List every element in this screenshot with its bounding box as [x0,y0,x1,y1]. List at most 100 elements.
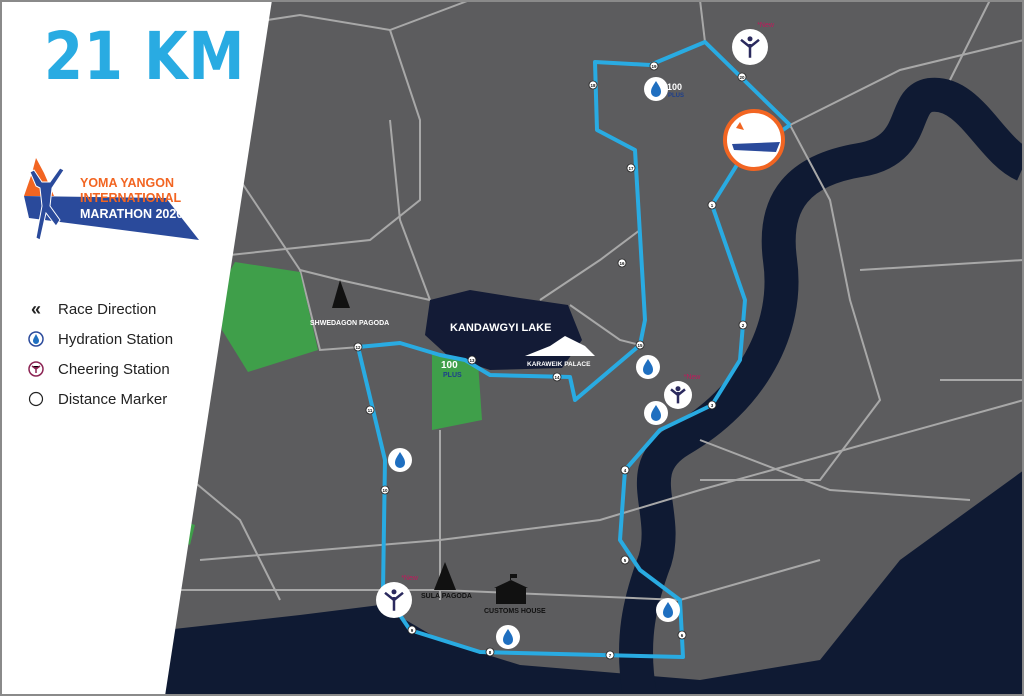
distance-marker: 8 [485,647,495,657]
water-drop-icon [395,452,405,468]
distance-marker: 20 [737,72,747,82]
karaweik-label: KARAWEIK PALACE [527,361,591,368]
distance-marker: 10 [380,485,390,495]
distance-marker: 4 [620,465,630,475]
logo-line2: INTERNATIONAL [80,191,182,205]
pagoda-icon [434,562,456,590]
legend-distance-marker: Distance Marker [26,384,173,414]
water-drop-icon [503,629,513,645]
new-tag: *New [401,575,419,582]
distance-marker-label: 6 [681,633,684,638]
distance-marker: 6 [677,630,687,640]
river [160,77,1024,696]
legend-label: Cheering Station [58,360,170,378]
distance-marker-label: 13 [469,358,475,363]
legend-cheering: Cheering Station [26,354,173,384]
hydration-station [656,598,680,622]
hydration-station [636,355,660,379]
new-tag: *New [684,374,702,381]
building-icon [494,574,528,604]
distance-marker-label: 18 [590,83,596,88]
lake-label: KANDAWGYI LAKE [450,322,551,334]
legend: « Race Direction Hydration Station Cheer… [26,294,173,414]
sponsor-100: 100 [441,360,458,371]
distance-marker-label: 10 [382,488,388,493]
distance-marker-label: 5 [624,558,627,563]
hydration-station [644,401,668,425]
pagoda-icon [332,280,350,308]
sponsor-100: 100 [667,82,682,92]
runner-logo-icon [24,158,199,241]
customs-label: CUSTOMS HOUSE [484,608,546,615]
distance-marker-label: 19 [651,64,657,69]
distance-marker-label: 20 [739,75,745,80]
legend-race-direction: « Race Direction [26,294,173,324]
hydration-station [496,625,520,649]
distance-marker-label: 8 [489,650,492,655]
cheerleader-icon [26,359,46,379]
distance-marker: 2 [738,320,748,330]
water-drop-icon [643,359,653,375]
logo-line1: YOMA YANGON [80,176,175,190]
page-title: 21 KM [44,18,246,95]
cheerleader-icon [670,388,686,404]
distance-marker: 17 [626,163,636,173]
water-drop-icon [26,329,46,349]
distance-marker-label: 16 [619,261,625,266]
distance-marker-label: 2 [742,323,745,328]
distance-marker: 3 [707,400,717,410]
distance-marker: 18 [588,80,598,90]
distance-marker-label: 9 [411,628,414,633]
distance-marker: 5 [620,555,630,565]
hydration-station [388,448,412,472]
cheering-station: *New [376,575,419,618]
cheering-station: *New [732,22,775,65]
legend-label: Hydration Station [58,330,174,348]
start-finish-logo [723,109,785,171]
distance-marker-label: 12 [355,345,361,350]
park [180,262,482,545]
sula-label: SULA PAGODA [421,593,472,600]
water-drop-icon [663,602,673,618]
hydration-stations [388,77,680,649]
distance-marker: 7 [605,650,615,660]
info-panel [0,0,272,696]
distance-marker: 12 [353,342,363,352]
new-tag: *New [757,22,775,29]
water-drop-icon [651,81,661,97]
legend-label: Race Direction [58,300,157,318]
distance-marker-label: 11 [368,408,373,413]
logo-line3: MARATHON 2020 [80,207,184,221]
distance-marker-label: 15 [637,343,643,348]
shwedagon-label: SHWEDAGON PAGODA [310,320,389,327]
distance-marker: 13 [467,355,477,365]
distance-marker-label: 17 [628,166,634,171]
distance-marker: 16 [617,258,627,268]
water-drop-icon [651,405,661,421]
distance-marker: 9 [407,625,417,635]
sponsor-plus: PLUS [443,372,462,379]
marathon-logo: YOMA YANGON INTERNATIONAL MARATHON 2020 [24,158,204,248]
sponsor-plus: PLUS [668,93,684,99]
legend-label: Distance Marker [58,390,168,408]
palace-icon [525,336,595,356]
distance-marker: 19 [649,61,659,71]
distance-marker-label: 7 [609,653,612,658]
hydration-station [644,77,668,101]
distance-marker-label: 1 [711,203,714,208]
cheering-station: *New [664,374,701,409]
distance-marker: 1 [707,200,717,210]
distance-marker: 14 [552,372,562,382]
cheerleader-icon [384,591,404,611]
distance-marker-label: 3 [711,403,714,408]
circle-icon [26,389,46,409]
distance-marker: 11 [365,405,375,415]
distance-marker-label: 14 [554,375,560,380]
legend-hydration: Hydration Station [26,324,173,354]
distance-marker: 15 [635,340,645,350]
distance-marker-label: 4 [624,468,627,473]
cheering-stations: *New *New *New [376,22,775,618]
double-chevron-left-icon: « [30,298,41,319]
